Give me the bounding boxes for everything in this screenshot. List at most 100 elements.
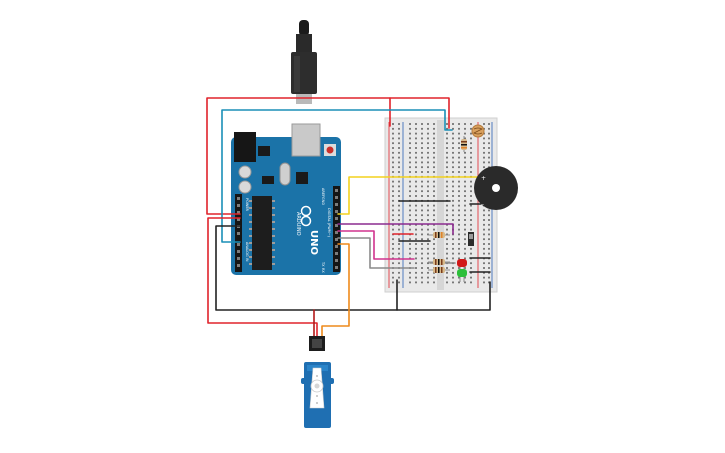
breadboard-hole[interactable] [483,228,485,231]
breadboard-hole[interactable] [433,180,435,183]
breadboard-hole[interactable] [446,161,448,164]
breadboard-hole[interactable] [452,180,454,183]
breadboard-hole[interactable] [421,166,423,169]
breadboard-hole[interactable] [409,166,411,169]
breadboard-hole[interactable] [446,243,448,245]
breadboard-hole[interactable] [458,219,460,221]
breadboard-hole[interactable] [433,147,435,149]
breadboard-hole[interactable] [433,156,435,159]
breadboard-hole[interactable] [464,166,466,169]
breadboard-hole[interactable] [458,127,460,130]
wire-gray-signal[interactable] [337,237,415,269]
breadboard-hole[interactable] [464,219,466,221]
breadboard-hole[interactable] [427,214,429,217]
breadboard-hole[interactable] [483,247,485,250]
breadboard-hole[interactable] [409,127,411,130]
breadboard-hole[interactable] [452,127,454,130]
breadboard-hole[interactable] [446,204,448,207]
breadboard-hole[interactable] [458,180,460,183]
breadboard-hole[interactable] [488,214,490,217]
breadboard-hole[interactable] [464,276,466,279]
usb-port[interactable] [291,123,321,157]
breadboard-hole[interactable] [433,214,435,217]
breadboard-hole[interactable] [392,199,394,202]
breadboard-hole[interactable] [427,132,429,135]
breadboard-hole[interactable] [470,228,472,231]
breadboard-hole[interactable] [427,262,429,265]
breadboard-hole[interactable] [415,233,417,236]
breadboard-hole[interactable] [433,161,435,164]
breadboard-hole[interactable] [458,199,460,202]
breadboard-hole[interactable] [392,123,394,125]
breadboard-hole[interactable] [415,243,417,245]
breadboard-hole[interactable] [488,267,490,269]
breadboard-hole[interactable] [470,185,472,188]
breadboard-hole[interactable] [452,214,454,217]
breadboard-hole[interactable] [392,142,394,145]
breadboard-hole[interactable] [446,180,448,183]
breadboard-hole[interactable] [470,156,472,159]
breadboard-hole[interactable] [433,219,435,221]
digital-header[interactable] [333,186,340,272]
breadboard-hole[interactable] [415,190,417,193]
breadboard-hole[interactable] [458,238,460,241]
breadboard-hole[interactable] [433,228,435,231]
breadboard-hole[interactable] [458,142,460,145]
breadboard-hole[interactable] [392,161,394,164]
breadboard-hole[interactable] [427,219,429,221]
breadboard-hole[interactable] [452,147,454,149]
breadboard-hole[interactable] [427,195,429,197]
breadboard-hole[interactable] [470,137,472,140]
breadboard-hole[interactable] [392,147,394,149]
breadboard-hole[interactable] [464,257,466,260]
breadboard-hole[interactable] [415,262,417,265]
breadboard-hole[interactable] [427,156,429,159]
breadboard-hole[interactable] [452,276,454,279]
breadboard-hole[interactable] [415,209,417,212]
breadboard-hole[interactable] [409,243,411,245]
breadboard-hole[interactable] [398,238,400,241]
breadboard-hole[interactable] [421,233,423,236]
breadboard-hole[interactable] [421,151,423,154]
breadboard-hole[interactable] [446,209,448,212]
breadboard-hole[interactable] [392,156,394,159]
breadboard-hole[interactable] [464,209,466,212]
breadboard-hole[interactable] [464,156,466,159]
breadboard-hole[interactable] [398,276,400,279]
breadboard-hole[interactable] [464,151,466,154]
breadboard-hole[interactable] [433,137,435,140]
breadboard-hole[interactable] [488,147,490,149]
breadboard-hole[interactable] [446,247,448,250]
breadboard-hole[interactable] [415,247,417,250]
breadboard-hole[interactable] [421,262,423,265]
breadboard-hole[interactable] [464,199,466,202]
breadboard-hole[interactable] [421,127,423,130]
breadboard-hole[interactable] [458,137,460,140]
breadboard-hole[interactable] [452,195,454,197]
breadboard-hole[interactable] [421,243,423,245]
breadboard-hole[interactable] [392,228,394,231]
breadboard-hole[interactable] [427,252,429,255]
breadboard-hole[interactable] [446,233,448,236]
breadboard-hole[interactable] [392,252,394,255]
breadboard-hole[interactable] [415,166,417,169]
breadboard-hole[interactable] [409,132,411,135]
breadboard-hole[interactable] [398,204,400,207]
breadboard-hole[interactable] [415,151,417,154]
breadboard-hole[interactable] [421,147,423,149]
breadboard-hole[interactable] [488,281,490,284]
breadboard-hole[interactable] [415,127,417,130]
breadboard-hole[interactable] [398,247,400,250]
breadboard-hole[interactable] [464,247,466,250]
breadboard-hole[interactable] [415,271,417,274]
breadboard-hole[interactable] [398,243,400,245]
breadboard-hole[interactable] [464,123,466,125]
breadboard-hole[interactable] [415,180,417,183]
breadboard-hole[interactable] [458,185,460,188]
breadboard-hole[interactable] [464,185,466,188]
breadboard-hole[interactable] [409,281,411,284]
breadboard-hole[interactable] [458,166,460,169]
breadboard-hole[interactable] [433,171,435,173]
breadboard-hole[interactable] [409,209,411,212]
breadboard-hole[interactable] [446,252,448,255]
